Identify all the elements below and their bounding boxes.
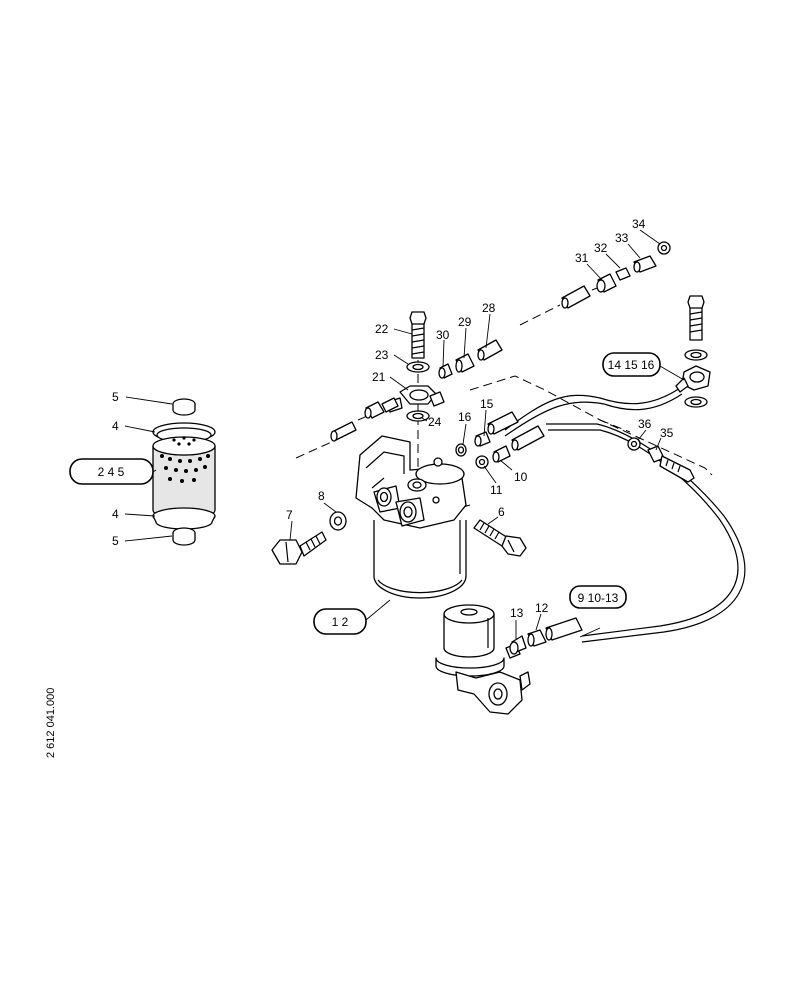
callout-5-top: 5 (112, 390, 119, 404)
fittings-28-30 (438, 339, 503, 379)
callout-4-top: 4 (112, 419, 119, 433)
kit-text-9-10-13: 9 10-13 (578, 591, 619, 605)
callout-16: 16 (458, 410, 472, 424)
filter-holes (160, 436, 210, 483)
callout-5-bottom: 5 (112, 534, 119, 548)
callout-32: 32 (594, 241, 608, 255)
callout-30: 30 (436, 328, 450, 342)
kit-label-2-4-5: 2 4 5 (69, 458, 154, 485)
fittings-31-34 (561, 241, 671, 309)
pipe-fittings-left (330, 397, 399, 442)
bolt-7 (271, 531, 327, 565)
kit-label-14-15-16: 14 15 16 (602, 352, 661, 377)
fittings-10-16 (455, 411, 545, 469)
callout-numbers: 5 4 4 5 22 23 21 24 30 29 28 31 32 33 34… (112, 217, 674, 620)
filter-element (152, 398, 216, 546)
callout-22: 22 (375, 322, 389, 336)
drawing-reference-number: 2 612 041.000 (45, 688, 57, 758)
washer-8 (329, 511, 347, 531)
callout-7: 7 (286, 508, 293, 522)
callout-4-bottom: 4 (112, 507, 119, 521)
kit-text-14-15-16: 14 15 16 (608, 358, 655, 372)
fittings-35-36 (627, 437, 695, 483)
banjo-union-21 (387, 311, 445, 422)
kit-text-2-4-5: 2 4 5 (98, 465, 125, 479)
callout-36: 36 (638, 417, 652, 431)
callout-10: 10 (514, 470, 528, 484)
filter-housing (355, 435, 467, 599)
callout-21: 21 (372, 370, 386, 384)
fuel-lift-pump (435, 604, 583, 715)
leader-lines (124, 229, 685, 640)
callout-34: 34 (632, 217, 646, 231)
bolt-6 (473, 519, 527, 557)
callout-35: 35 (660, 426, 674, 440)
callout-24: 24 (428, 415, 442, 429)
callout-12: 12 (535, 601, 549, 615)
banjo-union-right (675, 295, 711, 408)
callout-15: 15 (480, 397, 494, 411)
callout-8: 8 (318, 489, 325, 503)
kit-label-9-10-13: 9 10-13 (569, 585, 627, 609)
kit-label-1-2: 1 2 (313, 608, 367, 635)
callout-13: 13 (510, 606, 524, 620)
callout-29: 29 (458, 315, 472, 329)
callout-28: 28 (482, 301, 496, 315)
callout-33: 33 (615, 231, 629, 245)
callout-6: 6 (498, 505, 505, 519)
callout-23: 23 (375, 348, 389, 362)
callout-11: 11 (490, 483, 503, 497)
kit-text-1-2: 1 2 (332, 615, 349, 629)
callout-31: 31 (575, 251, 589, 265)
